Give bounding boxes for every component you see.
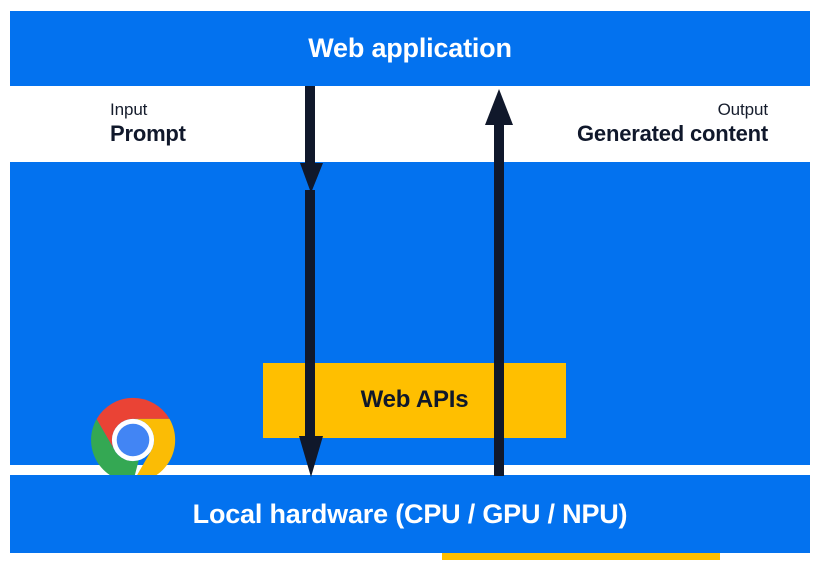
output-value: Generated content: [577, 120, 768, 146]
input-value: Prompt: [110, 120, 186, 146]
input-caption: Input: [110, 100, 148, 119]
output-flow-label: Output Generated content: [577, 101, 768, 145]
web-application-band: Web application: [10, 11, 810, 86]
output-caption: Output: [717, 100, 769, 119]
web-apis-box: Web APIs: [263, 363, 566, 438]
chrome-logo-icon: [91, 397, 176, 483]
browser-block: Browser: [87, 394, 179, 510]
local-hardware-band: Local hardware (CPU / GPU / NPU): [10, 475, 810, 553]
web-apis-label: Web APIs: [360, 386, 469, 414]
web-application-label: Web application: [308, 33, 512, 63]
local-hardware-label: Local hardware (CPU / GPU / NPU): [192, 498, 628, 529]
input-flow-label: Input Prompt: [110, 101, 186, 145]
browser-band: Browser Web APIs Built-in models and run…: [10, 162, 810, 560]
